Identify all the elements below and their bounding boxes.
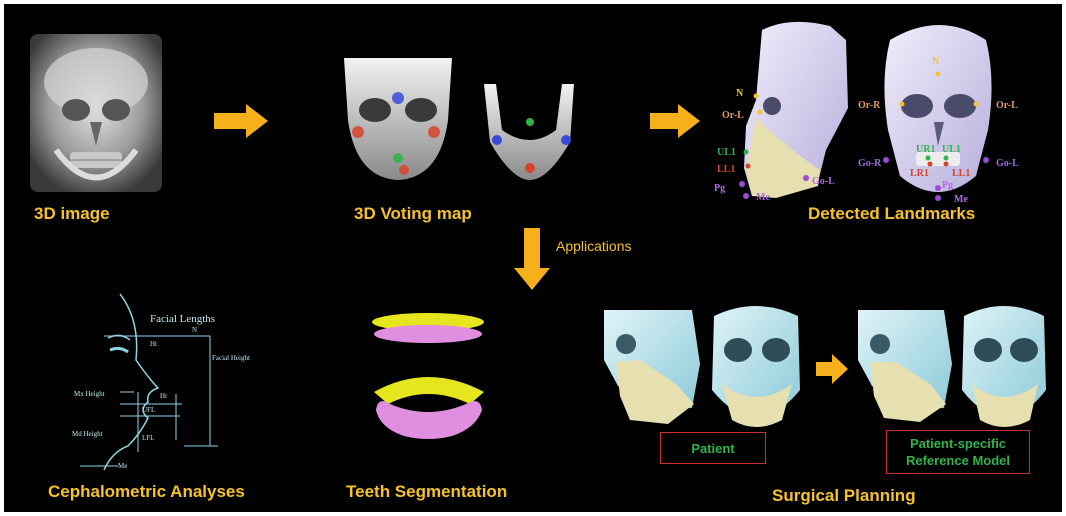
lateral-skull-model	[739, 22, 848, 199]
landmark-label: Pg	[714, 183, 725, 194]
ceph-title: Facial Lengths	[150, 313, 215, 325]
reference-label-box: Patient-specific Reference Model	[886, 430, 1030, 474]
caption-cephalometric: Cephalometric Analyses	[48, 482, 245, 502]
surgical-reference-frontal	[962, 306, 1046, 427]
caption-surgical-planning: Surgical Planning	[772, 486, 916, 506]
landmark-label: Or-L	[996, 100, 1018, 111]
xray-skull-image	[30, 34, 162, 192]
caption-voting-map: 3D Voting map	[354, 204, 472, 224]
landmark-label: LR1	[910, 168, 929, 179]
reference-label-line2: Reference Model	[906, 452, 1010, 469]
frontal-skull-model	[883, 25, 992, 201]
ceph-label: LFL	[142, 434, 154, 442]
teeth-segmentation-model	[372, 313, 484, 439]
landmark-label: N	[932, 56, 940, 67]
arrow-right-icon	[214, 104, 268, 138]
patient-label-box: Patient	[660, 432, 766, 464]
landmark-label: Go-L	[996, 158, 1019, 169]
landmark-label: LL1	[952, 168, 970, 179]
landmark-label: Or-R	[858, 100, 881, 111]
caption-detected-landmarks: Detected Landmarks	[808, 204, 975, 224]
caption-teeth-segmentation: Teeth Segmentation	[346, 482, 507, 502]
landmark-label: Or-L	[722, 110, 744, 121]
landmark-label: UL1	[717, 147, 736, 158]
surgical-patient-lateral	[604, 310, 700, 424]
ceph-label: Ht	[150, 340, 157, 348]
ceph-label: Hr	[160, 392, 168, 400]
landmark-label: Me	[756, 192, 770, 203]
ceph-label: Md Height	[72, 430, 103, 438]
landmark-label: N	[736, 88, 744, 99]
reference-label-line1: Patient-specific	[910, 435, 1006, 452]
surgical-reference-lateral	[858, 310, 952, 422]
arrow-right-icon	[816, 354, 848, 384]
landmark-label: Pg	[942, 180, 953, 191]
surgical-patient-frontal	[712, 306, 800, 427]
landmark-label: LL1	[717, 164, 735, 175]
landmark-label: UR1	[916, 144, 935, 155]
voting-map-mandible	[484, 84, 574, 180]
caption-3d-image: 3D image	[34, 204, 110, 224]
ceph-label: Facial Height	[212, 354, 250, 362]
caption-applications: Applications	[556, 238, 632, 254]
landmark-label: Go-R	[858, 158, 882, 169]
arrow-down-icon	[514, 228, 550, 290]
patient-label: Patient	[691, 440, 734, 457]
ceph-label: Mx Height	[74, 390, 105, 398]
landmark-label: Go-L	[812, 176, 835, 187]
ceph-label: UFL	[142, 406, 155, 414]
landmark-label: UL1	[942, 144, 961, 155]
voting-map-skull	[344, 58, 452, 180]
ceph-label: Me	[118, 462, 127, 470]
ceph-label: N	[192, 326, 197, 334]
arrow-right-icon	[650, 104, 700, 138]
